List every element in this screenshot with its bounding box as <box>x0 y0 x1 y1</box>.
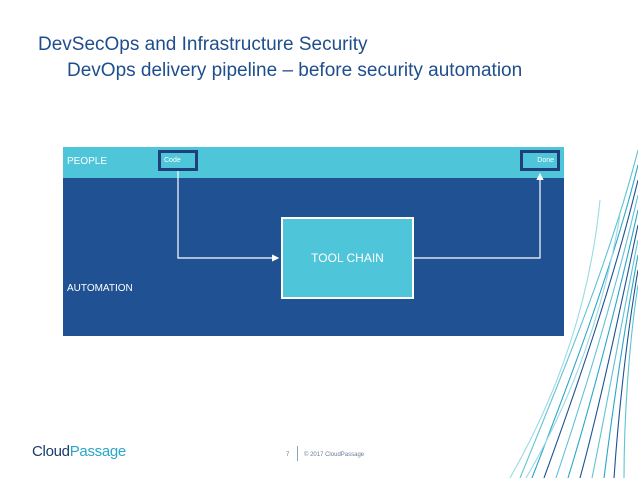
done-stage-box: Done <box>520 150 560 171</box>
logo-text-cloud: Cloud <box>32 443 70 460</box>
flow-arrows <box>177 171 544 262</box>
page-number: 7 <box>286 452 290 458</box>
toolchain-label: TOOL CHAIN <box>311 251 384 265</box>
toolchain-to-done-arrow <box>414 172 544 259</box>
cloudpassage-logo: CloudPassage <box>32 443 126 460</box>
toolchain-box: TOOL CHAIN <box>281 217 414 299</box>
footer-divider <box>297 446 298 461</box>
pipeline-diagram: PEOPLE AUTOMATION Code Done TOOL CHAIN <box>63 147 564 336</box>
automation-label: AUTOMATION <box>67 283 133 294</box>
people-label: PEOPLE <box>67 156 108 167</box>
logo-text-passage: Passage <box>69 443 127 460</box>
slide-subtitle: DevOps delivery pipeline – before securi… <box>67 60 523 81</box>
code-to-toolchain-arrow <box>177 171 280 262</box>
code-label: Code <box>164 157 181 164</box>
copyright-text: © 2017 CloudPassage <box>304 452 365 458</box>
done-label: Done <box>537 157 554 164</box>
code-stage-box: Code <box>158 150 198 171</box>
slide-title: DevSecOps and Infrastructure Security <box>38 34 368 55</box>
people-band: PEOPLE <box>63 147 564 178</box>
